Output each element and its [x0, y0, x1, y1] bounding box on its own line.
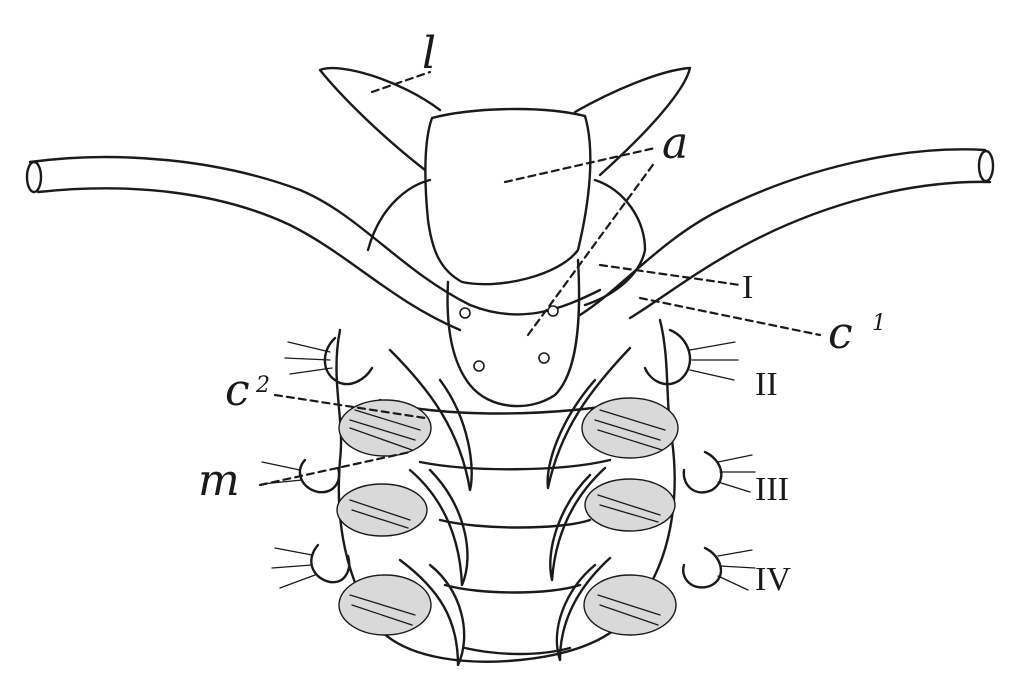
label-segment-II: II: [755, 366, 778, 403]
ventral-cirri: [388, 346, 632, 667]
label-l: l: [422, 28, 436, 79]
label-segment-IV: IV: [755, 561, 791, 598]
palps: [318, 66, 692, 177]
setal-bundles: [336, 397, 679, 636]
tentacular-cirri: [25, 148, 995, 332]
label-segment-III: III: [755, 471, 789, 508]
label-c2: c: [225, 365, 250, 416]
leader-lines: [258, 70, 822, 487]
label-c2-superscript: 2: [255, 373, 270, 398]
label-c1: c: [828, 308, 853, 359]
label-a: a: [662, 118, 688, 169]
label-segment-I: I: [742, 269, 753, 306]
label-m: m: [198, 455, 240, 506]
peristomium: [366, 178, 647, 307]
bristles: [261, 341, 756, 591]
prostomium: [424, 107, 592, 286]
prostomium-lower-plate: [446, 258, 581, 408]
eye-spots: [459, 305, 559, 372]
parapodia: [298, 328, 723, 589]
label-c1-superscript: 1: [872, 311, 886, 336]
